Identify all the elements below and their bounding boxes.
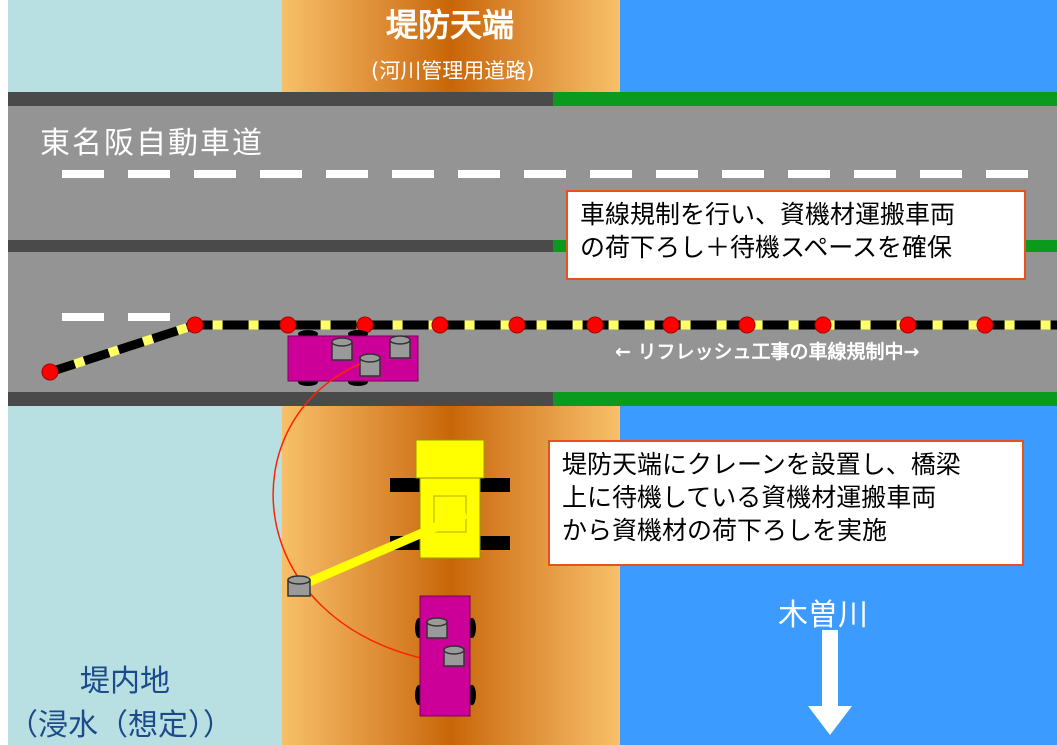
callout-lane-restriction: 車線規制を行い、資機材運搬車両 の荷下ろし＋待機スペースを確保 <box>566 190 1026 280</box>
embankment-title: 堤防天端 <box>386 6 515 44</box>
embankment-subtitle: (河川管理用道路) <box>371 59 535 83</box>
callout-crane-unloading: 堤防天端にクレーンを設置し、橋梁 上に待機している資機材運搬車両 から資機材の荷… <box>548 440 1024 566</box>
lane-markings-upper <box>62 170 1028 178</box>
callout-line: から資機材の荷下ろしを実施 <box>562 516 888 545</box>
material-drum-icon <box>426 617 465 667</box>
callout-line: 車線規制を行い、資機材運搬車両 <box>580 200 956 229</box>
road-edge-bottom <box>8 392 553 406</box>
expressway-label: 東名阪自動車道 <box>40 126 264 161</box>
road-edge-top-green <box>553 92 1057 106</box>
callout-line: の荷下ろし＋待機スペースを確保 <box>580 233 953 262</box>
river-label: 木曽川 <box>778 598 868 633</box>
road-edge-bottom-green <box>553 392 1057 406</box>
inland-label: 堤内地 <box>80 664 170 699</box>
traffic-cone-icon <box>41 316 994 381</box>
inland-sublabel: （浸水（想定）） <box>8 708 233 743</box>
down-arrow-icon <box>808 630 852 735</box>
callout-line: 堤防天端にクレーンを設置し、橋梁 <box>562 450 961 479</box>
crane-icon <box>300 439 510 590</box>
crane-swing-arc <box>272 363 431 661</box>
material-drum-icon <box>287 575 311 597</box>
callout-line: 上に待機している資機材運搬車両 <box>562 483 937 512</box>
lane-markings-lower <box>62 313 170 321</box>
road-median <box>8 240 553 252</box>
material-drum-icon <box>331 335 411 377</box>
road-edge-top <box>8 92 553 106</box>
lane-restriction-label: ← リフレッシュ工事の車線規制中→ <box>615 341 920 363</box>
